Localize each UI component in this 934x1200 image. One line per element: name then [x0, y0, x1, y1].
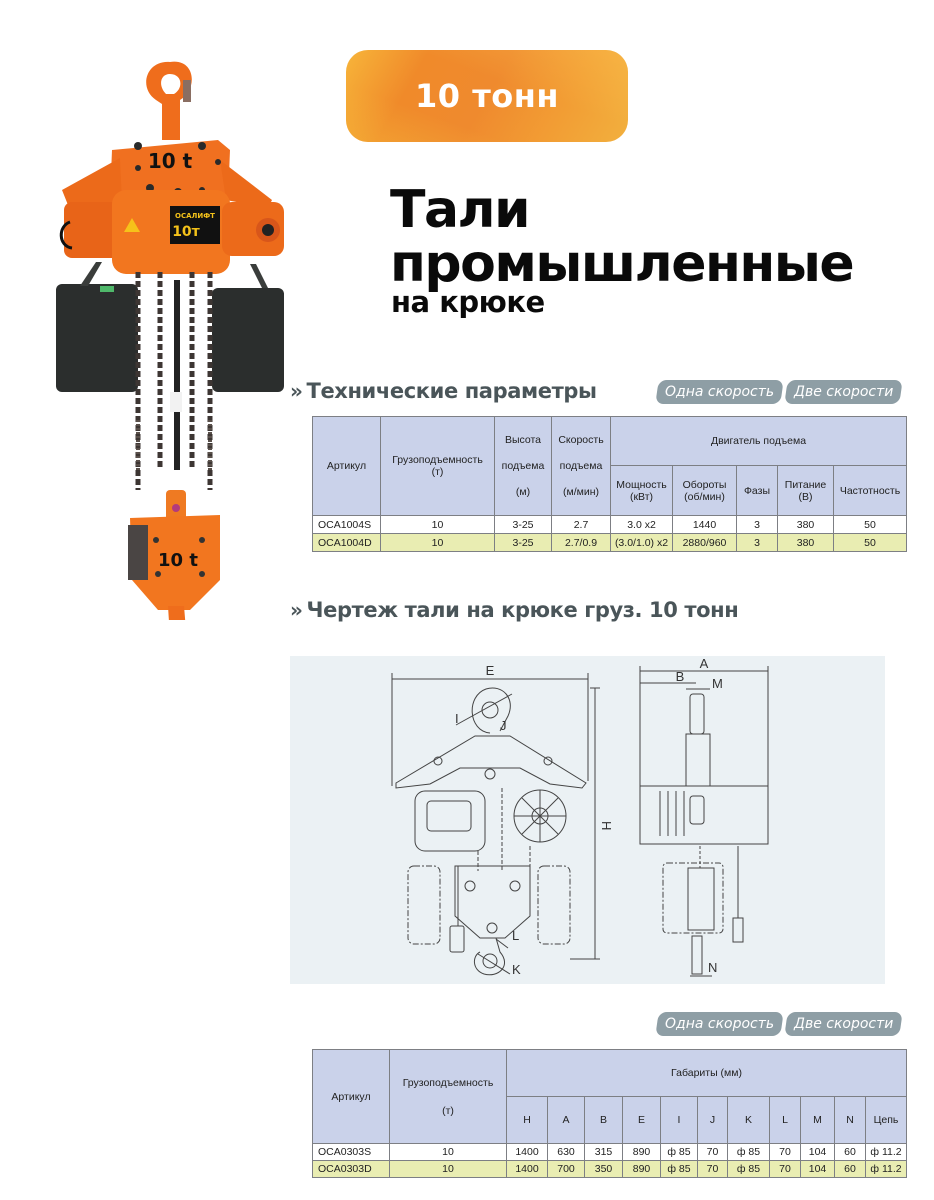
tag-single-speed[interactable]: Одна скорость — [655, 1012, 784, 1036]
dimensions-table: Артикул Грузоподъемность (т) Габариты (м… — [312, 1049, 907, 1178]
speed-tags-top: Одна скорость Две скорости — [655, 380, 904, 404]
tech-section-title: Технические параметры — [306, 379, 597, 403]
col-B: B — [584, 1096, 623, 1144]
hoist-product-photo: 10 t ОСАЛИФТ 10т — [50, 50, 290, 675]
dim-label-B: B — [676, 669, 685, 684]
drawing-section-title: Чертеж тали на крюке груз. 10 тонн — [306, 598, 739, 622]
col-capacity: Грузоподъемность (т) — [389, 1049, 507, 1144]
dim-label-K: K — [512, 962, 521, 977]
page-subtitle: на крюке — [391, 285, 545, 319]
table-row: OCA0303D 10 1400 700 350 890 ф 85 70 ф 8… — [312, 1160, 907, 1178]
col-K: K — [727, 1096, 770, 1144]
dim-label-M: M — [712, 676, 723, 691]
col-capacity: Грузоподъемность (т) — [380, 416, 495, 516]
speed-tags-bottom: Одна скорость Две скорости — [655, 1012, 904, 1036]
col-phases: Фазы — [736, 465, 778, 516]
double-chevron-icon: » — [290, 379, 303, 403]
badge-label: 10 тонн — [415, 77, 559, 115]
col-article: Артикул — [312, 416, 381, 516]
tag-dual-speed[interactable]: Две скорости — [784, 380, 904, 404]
tech-section-heading: »Технические параметры — [290, 379, 597, 403]
col-article: Артикул — [312, 1049, 390, 1144]
dim-label-H: H — [599, 821, 614, 830]
tag-single-speed[interactable]: Одна скорость — [655, 380, 784, 404]
col-lift-height: Высота подъема (м) — [494, 416, 552, 516]
badge-facet — [346, 50, 628, 142]
col-J: J — [697, 1096, 728, 1144]
col-I: I — [660, 1096, 698, 1144]
col-chain: Цепь — [865, 1096, 907, 1144]
capacity-badge: 10 тонн — [346, 50, 628, 142]
col-M: M — [800, 1096, 835, 1144]
top-plate-label: 10 t — [148, 149, 193, 173]
col-power: Мощность(кВт) — [610, 465, 673, 516]
title-line-2: промышленные — [390, 234, 855, 294]
badge-facet — [346, 50, 628, 142]
hook-block-label: 10 t — [158, 550, 198, 571]
col-L: L — [769, 1096, 801, 1144]
col-H: H — [506, 1096, 548, 1144]
technical-drawing: E H I J L K — [290, 656, 885, 984]
svg-text:10т: 10т — [172, 224, 200, 240]
title-line-1: Тали — [390, 180, 531, 240]
double-chevron-icon: » — [290, 598, 303, 622]
dim-label-E: E — [486, 663, 495, 678]
col-A: A — [547, 1096, 585, 1144]
table-row: OCA1004D 10 3-25 2.7/0.9 (3.0/1.0) x2 28… — [312, 533, 908, 552]
col-E: E — [622, 1096, 661, 1144]
brand-plate: ОСАЛИФТ — [175, 212, 215, 220]
col-voltage: Питание(В) — [777, 465, 834, 516]
dim-label-L: L — [512, 928, 519, 943]
col-frequency: Частотность — [832, 465, 908, 516]
dim-label-A: A — [700, 656, 709, 671]
col-rpm: Обороты(об/мин) — [672, 465, 737, 516]
col-lift-speed: Скорость подъема (м/мин) — [551, 416, 611, 516]
dim-label-I: I — [455, 711, 459, 726]
page-title: Тали промышленные — [390, 180, 855, 294]
tech-params-table: Артикул Грузоподъемность (т) Высота подъ… — [312, 416, 908, 552]
tag-dual-speed[interactable]: Две скорости — [784, 1012, 904, 1036]
table-row: OCA1004S 10 3-25 2.7 3.0 x2 1440 3 380 5… — [312, 515, 908, 534]
table-row: OCA0303S 10 1400 630 315 890 ф 85 70 ф 8… — [312, 1143, 907, 1161]
col-group-dimensions: Габариты (мм) — [506, 1049, 907, 1097]
dim-label-J: J — [500, 718, 507, 733]
drawing-section-heading: »Чертеж тали на крюке груз. 10 тонн — [290, 598, 739, 622]
col-group-motor: Двигатель подъема — [609, 416, 908, 466]
col-N: N — [834, 1096, 866, 1144]
dim-label-N: N — [708, 960, 717, 975]
